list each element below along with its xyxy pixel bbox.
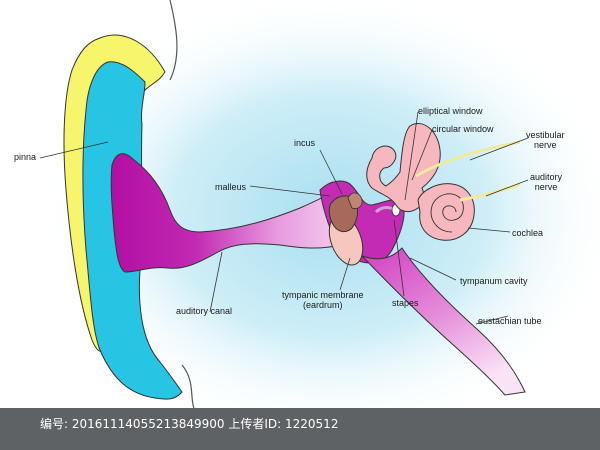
incus-bone <box>347 192 363 209</box>
label-eustachian-tube: eustachian tube <box>478 316 542 326</box>
leader-auditory-canal <box>209 251 223 313</box>
label-pinna: pinna <box>14 152 37 162</box>
leader-stapes <box>393 219 405 297</box>
leader-cochlea <box>467 227 511 233</box>
label-elliptical-window: elliptical window <box>418 106 483 116</box>
vestibular-nerve <box>415 140 521 178</box>
footer-id-bar: 编号: 20161114055213849900 上传者ID: 1220512 <box>0 408 600 450</box>
leader-elliptical-window <box>404 111 419 201</box>
auditory-nerve <box>459 182 521 202</box>
leader-malleus <box>249 185 331 197</box>
leader-circular-window <box>411 129 433 181</box>
semicircular-canals <box>366 123 441 213</box>
label-auditory-nerve: auditory nerve <box>530 172 563 192</box>
label-tympanum-cavity: tympanum cavity <box>460 276 528 286</box>
head-outline-top <box>169 0 178 81</box>
leader-incus <box>319 149 343 195</box>
leader-lines <box>39 111 529 325</box>
leader-tympanum-cavity <box>409 257 457 281</box>
leader-eustachian-tube <box>475 315 509 325</box>
cochlea-spiral <box>430 193 464 233</box>
label-malleus: malleus <box>215 182 247 192</box>
leader-vestibular-nerve <box>469 137 529 161</box>
leader-pinna <box>39 141 109 159</box>
label-vestibular-nerve: vestibular nerve <box>526 130 565 150</box>
leader-auditory-nerve <box>485 179 529 197</box>
head-outline-bottom <box>181 364 195 409</box>
label-stapes: stapes <box>392 298 419 308</box>
leader-tympanic-membrane <box>339 257 351 291</box>
label-cochlea: cochlea <box>512 228 544 238</box>
label-auditory-canal: auditory canal <box>176 306 233 316</box>
label-circular-window: circular window <box>432 124 494 134</box>
label-tympanic-membrane: tympanic membrane (eardrum) <box>282 290 364 310</box>
label-incus: incus <box>294 138 316 148</box>
